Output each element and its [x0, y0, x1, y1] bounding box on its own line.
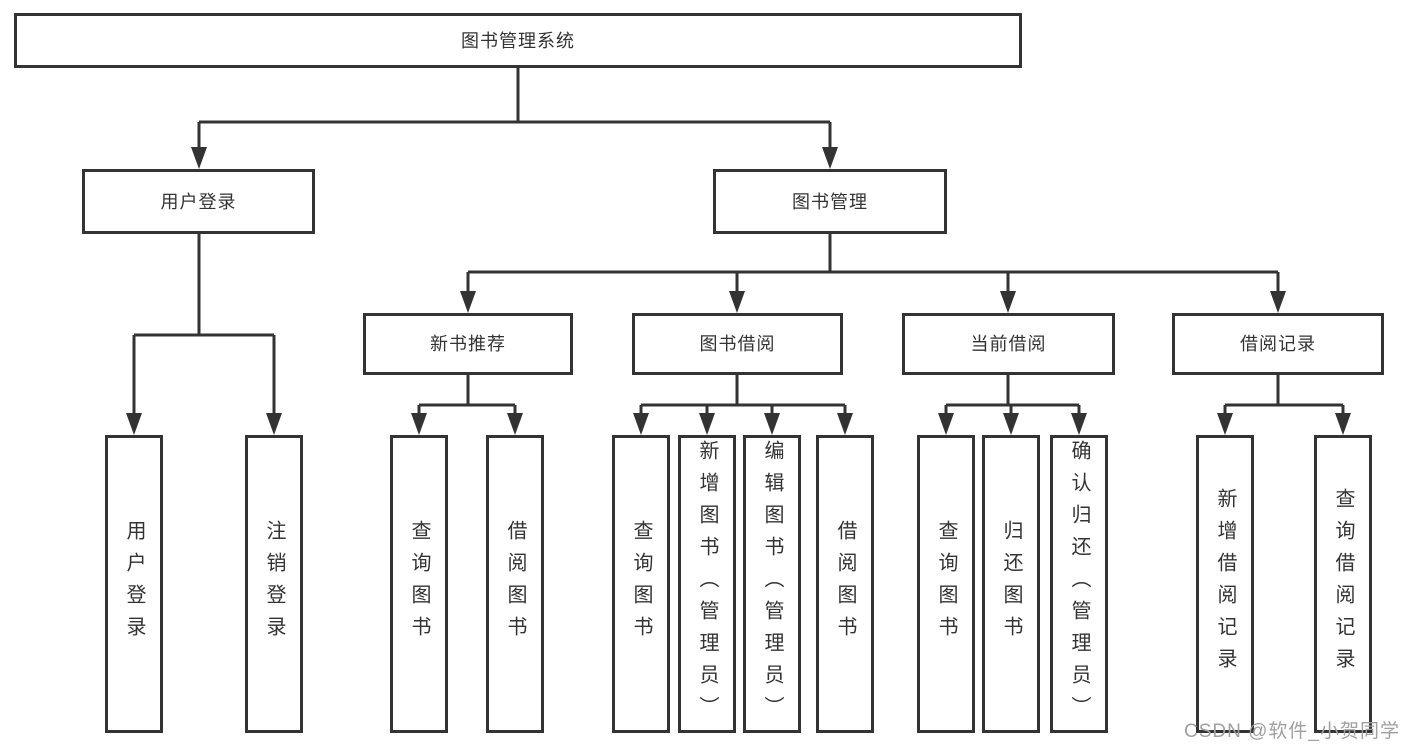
- connector-borrow-record-to-leaves: [1217, 375, 1351, 435]
- node-label: 借阅图书: [834, 520, 856, 648]
- node-label: 注销登录: [263, 520, 285, 648]
- arrow-down-icon: [460, 291, 476, 313]
- node-current-borrowing: 当前借阅: [902, 313, 1115, 375]
- connector-user-login-to-leaves: [126, 234, 282, 435]
- arrow-down-icon: [1003, 413, 1019, 435]
- connector-new-book-rec-to-leaves: [411, 375, 523, 435]
- leaf-confirm-return-admin: 确认归还（管理员）: [1050, 435, 1108, 733]
- arrow-down-icon: [266, 413, 282, 435]
- node-book-management: 图书管理: [713, 169, 947, 234]
- node-label: 新增借阅记录: [1214, 488, 1236, 680]
- leaf-add-borrow-record: 新增借阅记录: [1196, 435, 1254, 733]
- node-label: 借阅记录: [1240, 334, 1316, 354]
- csdn-watermark: CSDN @软件_小贺同学: [1184, 721, 1400, 742]
- leaf-user-login: 用户登录: [105, 435, 163, 733]
- leaf-borrow-books-rec: 借阅图书: [486, 435, 544, 733]
- arrow-down-icon: [822, 147, 838, 169]
- arrow-down-icon: [764, 413, 780, 435]
- node-label: 确认归还（管理员）: [1068, 440, 1090, 728]
- node-user-login: 用户登录: [82, 169, 315, 234]
- node-label: 图书管理: [792, 191, 868, 212]
- node-label: 图书借阅: [699, 334, 776, 354]
- node-borrowing-records: 借阅记录: [1172, 313, 1384, 375]
- connector-root-to-level2: [191, 68, 838, 169]
- leaf-logout: 注销登录: [245, 435, 303, 733]
- leaf-query-borrow-record: 查询借阅记录: [1314, 435, 1372, 733]
- node-label: 查询图书: [630, 520, 652, 648]
- arrow-down-icon: [1335, 413, 1351, 435]
- connector-book-management-to-level3: [460, 234, 1286, 313]
- node-label: 归还图书: [1000, 520, 1022, 648]
- node-label: 用户登录: [160, 191, 237, 212]
- node-label: 查询图书: [935, 520, 957, 648]
- arrow-down-icon: [1217, 413, 1233, 435]
- node-label: 新书推荐: [430, 334, 506, 354]
- arrow-down-icon: [633, 413, 649, 435]
- arrow-down-icon: [507, 413, 523, 435]
- arrow-down-icon: [837, 413, 853, 435]
- arrow-down-icon: [699, 413, 715, 435]
- node-label: 借阅图书: [504, 520, 526, 648]
- arrow-down-icon: [729, 291, 745, 313]
- leaf-query-books-rec: 查询图书: [390, 435, 448, 733]
- leaf-query-books-current: 查询图书: [917, 435, 975, 733]
- arrow-down-icon: [126, 413, 142, 435]
- arrow-down-icon: [411, 413, 427, 435]
- node-label: 查询借阅记录: [1332, 488, 1354, 680]
- node-label: 查询图书: [408, 520, 430, 648]
- leaf-borrow-books: 借阅图书: [816, 435, 874, 733]
- leaf-query-books-borrow: 查询图书: [612, 435, 670, 733]
- arrow-down-icon: [1000, 291, 1016, 313]
- node-label: 新增图书（管理员）: [696, 440, 718, 728]
- arrow-down-icon: [938, 413, 954, 435]
- leaf-edit-books-admin: 编辑图书（管理员）: [743, 435, 801, 733]
- node-label: 图书管理系统: [461, 30, 575, 51]
- node-label: 编辑图书（管理员）: [761, 440, 783, 728]
- leaf-return-books: 归还图书: [982, 435, 1040, 733]
- node-label: 当前借阅: [970, 334, 1047, 354]
- node-new-book-recommendation: 新书推荐: [363, 313, 573, 375]
- node-library-management-system: 图书管理系统: [14, 13, 1022, 68]
- connector-current-borrow-to-leaves: [938, 375, 1087, 435]
- arrow-down-icon: [1270, 291, 1286, 313]
- arrow-down-icon: [1071, 413, 1087, 435]
- arrow-down-icon: [191, 147, 207, 169]
- node-book-borrowing: 图书借阅: [632, 313, 843, 375]
- node-label: 用户登录: [123, 520, 145, 648]
- connector-book-borrow-to-leaves: [633, 375, 853, 435]
- leaf-add-books-admin: 新增图书（管理员）: [678, 435, 736, 733]
